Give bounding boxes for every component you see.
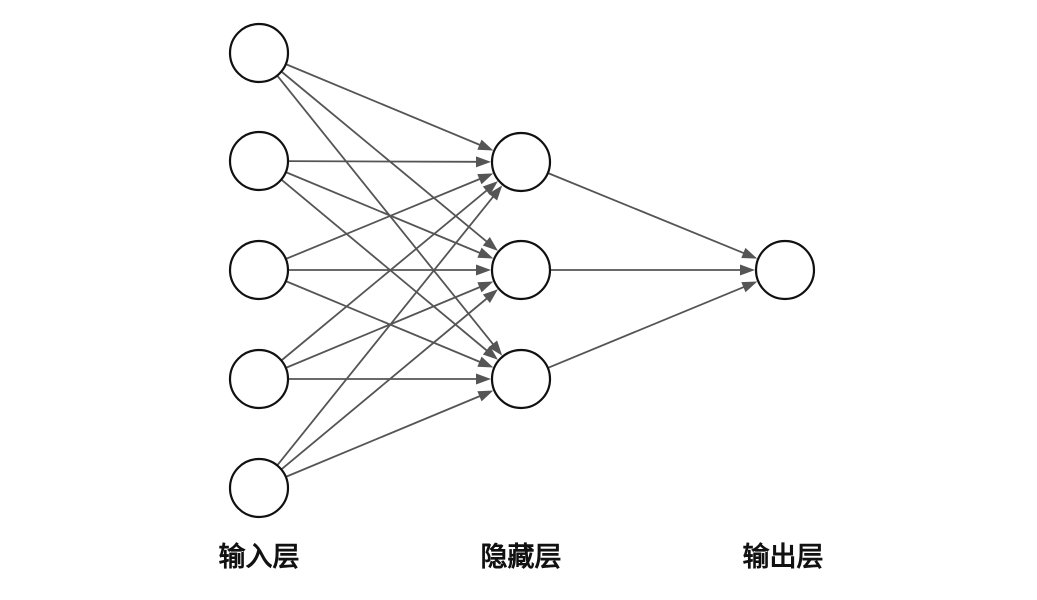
arrowhead-input-2-to-hidden-2 [477, 247, 494, 259]
edge-input-1-to-hidden-2 [280, 70, 489, 244]
labels-group: 输入层 隐藏层 输出层 [219, 541, 824, 573]
edge-hidden-3-to-output-1 [547, 285, 746, 369]
hidden-layer-label: 隐藏层 [481, 542, 562, 573]
edge-input-4-to-hidden-2 [285, 285, 482, 369]
edge-input-5-to-hidden-3 [285, 394, 482, 478]
input-node-4 [228, 348, 290, 410]
input-node-1 [228, 22, 290, 84]
arrowhead-hidden-3-to-output-1 [741, 281, 758, 293]
arrowhead-input-2-to-hidden-3 [482, 345, 498, 360]
arrowhead-input-5-to-hidden-3 [477, 390, 494, 402]
edge-input-3-to-hidden-3 [285, 280, 482, 364]
arrowhead-input-2-to-hidden-1 [475, 156, 492, 168]
arrowhead-input-3-to-hidden-1 [477, 173, 494, 185]
edge-input-2-to-hidden-1 [287, 160, 479, 163]
arrowhead-hidden-1-to-output-1 [741, 247, 758, 259]
output-node-1 [754, 239, 816, 301]
arrowhead-hidden-2-to-output-1 [740, 264, 755, 276]
edge-input-2-to-hidden-3 [280, 178, 489, 353]
hidden-node-1 [490, 131, 552, 193]
arrowhead-input-4-to-hidden-3 [476, 373, 491, 385]
edge-input-5-to-hidden-2 [280, 296, 489, 471]
edge-input-1-to-hidden-3 [276, 75, 495, 347]
output-layer-label: 输出层 [743, 541, 824, 573]
edges-group [276, 63, 758, 478]
input-node-3 [228, 239, 290, 301]
arrowhead-input-1-to-hidden-1 [477, 139, 494, 151]
arrowhead-input-4-to-hidden-2 [477, 281, 494, 293]
arrowhead-input-5-to-hidden-1 [488, 185, 503, 201]
edge-input-5-to-hidden-1 [276, 194, 495, 466]
arrowhead-input-4-to-hidden-1 [482, 181, 498, 195]
input-node-5 [228, 457, 290, 519]
arrowhead-input-1-to-hidden-2 [482, 237, 498, 251]
input-layer-label: 输入层 [219, 541, 300, 573]
nodes-group [228, 22, 816, 519]
edge-input-2-to-hidden-2 [285, 171, 482, 255]
edge-input-4-to-hidden-1 [280, 188, 489, 362]
hidden-node-3 [490, 348, 552, 410]
arrowhead-input-3-to-hidden-2 [476, 264, 491, 276]
arrowhead-input-5-to-hidden-2 [482, 289, 498, 304]
hidden-node-2 [490, 239, 552, 301]
edge-input-1-to-hidden-1 [285, 63, 482, 147]
edge-input-3-to-hidden-1 [285, 177, 482, 260]
arrowhead-input-1-to-hidden-3 [488, 340, 503, 356]
arrowhead-input-3-to-hidden-3 [477, 356, 494, 368]
edge-hidden-1-to-output-1 [547, 172, 746, 255]
input-node-2 [228, 130, 290, 192]
